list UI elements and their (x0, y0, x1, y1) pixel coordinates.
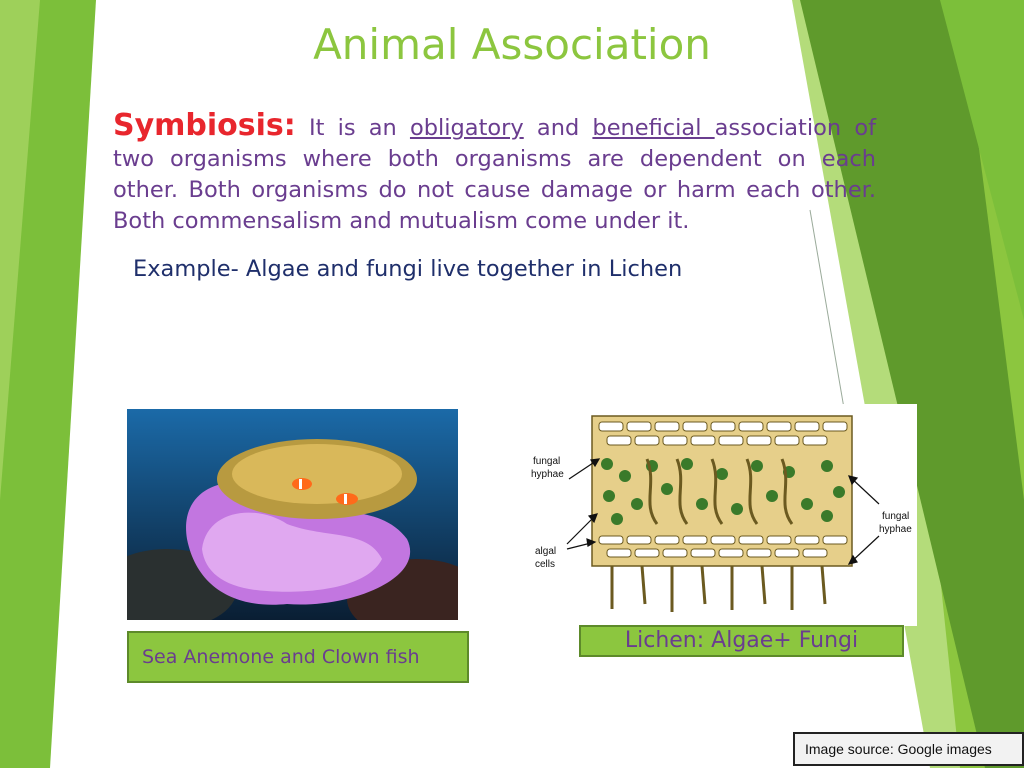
example-text: Example- Algae and fungi live together i… (133, 256, 683, 282)
label-cells: cells (535, 559, 555, 570)
image-source-note: Image source: Google images (793, 732, 1024, 766)
right-accent-band (940, 0, 1024, 320)
definition-text-2: and (523, 115, 593, 141)
symbiosis-definition: Symbiosis: It is an obligatory and benef… (113, 110, 876, 237)
label-fungal-left-1: fungal (533, 456, 560, 467)
underlined-beneficial: beneficial (592, 115, 715, 141)
label-hyphae-left-2: hyphae (531, 469, 564, 480)
underlined-obligatory: obligatory (409, 115, 524, 141)
definition-text-1: It is an (308, 115, 410, 141)
sea-anemone-photo (127, 409, 458, 620)
caption-sea-anemone: Sea Anemone and Clown fish (127, 631, 469, 683)
label-algal: algal (535, 546, 556, 557)
left-light-band (0, 0, 40, 500)
right-dark-band (800, 0, 1024, 768)
slide-title: Animal Association (313, 20, 711, 69)
lichen-diagram: fungal hyphae algal cells fungal hyphae (527, 404, 917, 626)
definition-text-3: association of two organisms where both … (113, 115, 877, 234)
caption-lichen: Lichen: Algae+ Fungi (579, 625, 904, 657)
definition-term: Symbiosis: (113, 108, 296, 143)
label-fungal-right-1: fungal (882, 511, 909, 522)
label-hyphae-right-2: hyphae (879, 524, 912, 535)
